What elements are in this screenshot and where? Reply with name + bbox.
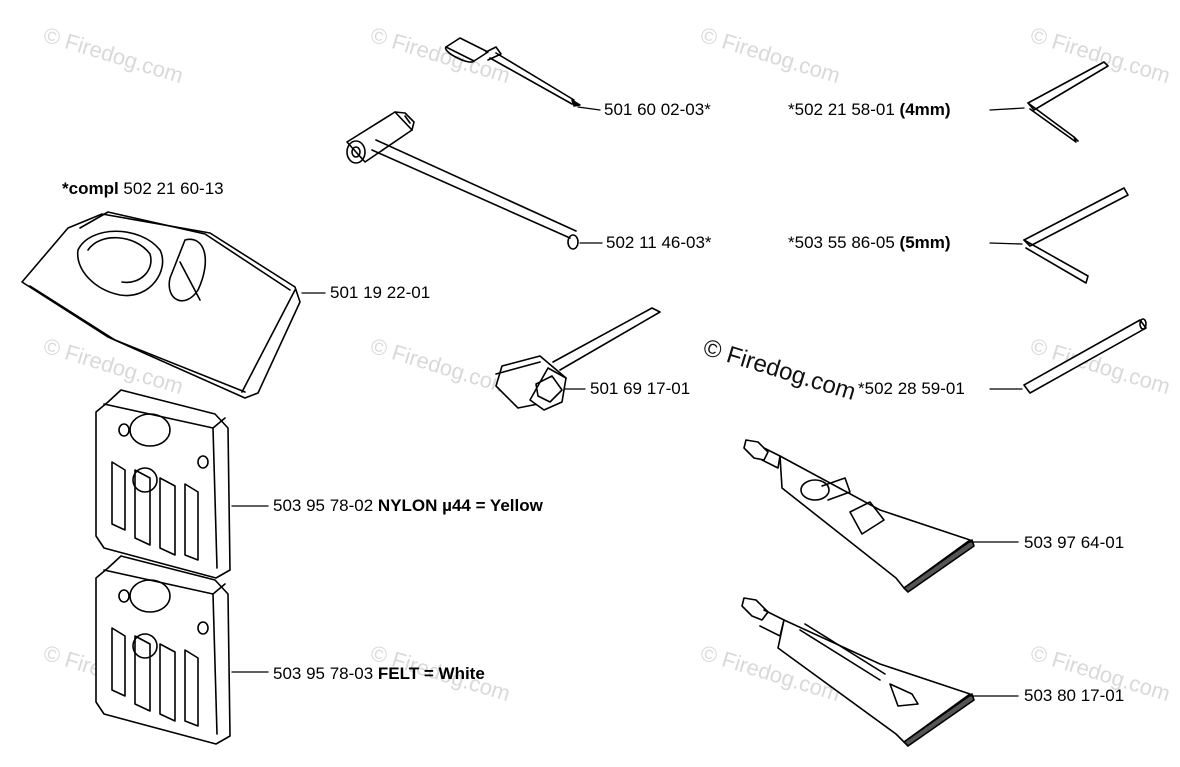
- grease-tube-1-drawing: [743, 439, 975, 593]
- description: FELT = White: [377, 664, 485, 683]
- hex-key-4mm-drawing: [1027, 61, 1109, 143]
- label-compl: *compl 502 21 60-13: [62, 179, 224, 199]
- description: NYLON µ44 = Yellow: [377, 496, 543, 515]
- compl-prefix: *compl: [62, 179, 119, 198]
- leader-lines: [231, 106, 1025, 697]
- tool-bag-drawing: [21, 211, 301, 399]
- air-filter-nylon-drawing: [95, 389, 231, 579]
- grease-tube-2-drawing: [741, 597, 975, 747]
- label-grease-tube-2: 503 80 17-01: [1024, 686, 1125, 705]
- label-screwdriver: 501 60 02-03*: [604, 100, 711, 119]
- spark-plug-wrench-drawing: [495, 307, 661, 411]
- compl-number: 502 21 60-13: [118, 179, 224, 198]
- part-number: 503 95 78-03: [273, 664, 378, 683]
- part-number: *502 21 58-01: [788, 100, 900, 119]
- part-number: 503 95 78-02: [273, 496, 378, 515]
- label-spark-plug-wrench: 501 69 17-01: [590, 379, 691, 398]
- part-number: *503 55 86-05: [788, 233, 900, 252]
- label-hex-key-5mm: *503 55 86-05 (5mm): [788, 233, 951, 253]
- label-t-wrench: 502 11 46-03*: [606, 233, 712, 252]
- size: (5mm): [899, 233, 951, 252]
- label-hex-key-4mm: *502 21 58-01 (4mm): [788, 100, 951, 120]
- size: (4mm): [899, 100, 951, 119]
- label-tool-bag: 501 19 22-01: [330, 283, 431, 302]
- label-air-filter-nylon: 503 95 78-02 NYLON µ44 = Yellow: [273, 496, 543, 516]
- hex-key-5mm-drawing: [1023, 187, 1129, 284]
- t-wrench-drawing: [346, 111, 579, 250]
- label-grease-tube-1: 503 97 64-01: [1024, 533, 1125, 552]
- rod-drawing: [1023, 318, 1147, 394]
- label-rod: *502 28 59-01: [858, 379, 965, 398]
- air-filter-felt-drawing: [95, 555, 231, 745]
- screwdriver-drawing: [445, 37, 581, 107]
- label-air-filter-felt: 503 95 78-03 FELT = White: [273, 664, 485, 684]
